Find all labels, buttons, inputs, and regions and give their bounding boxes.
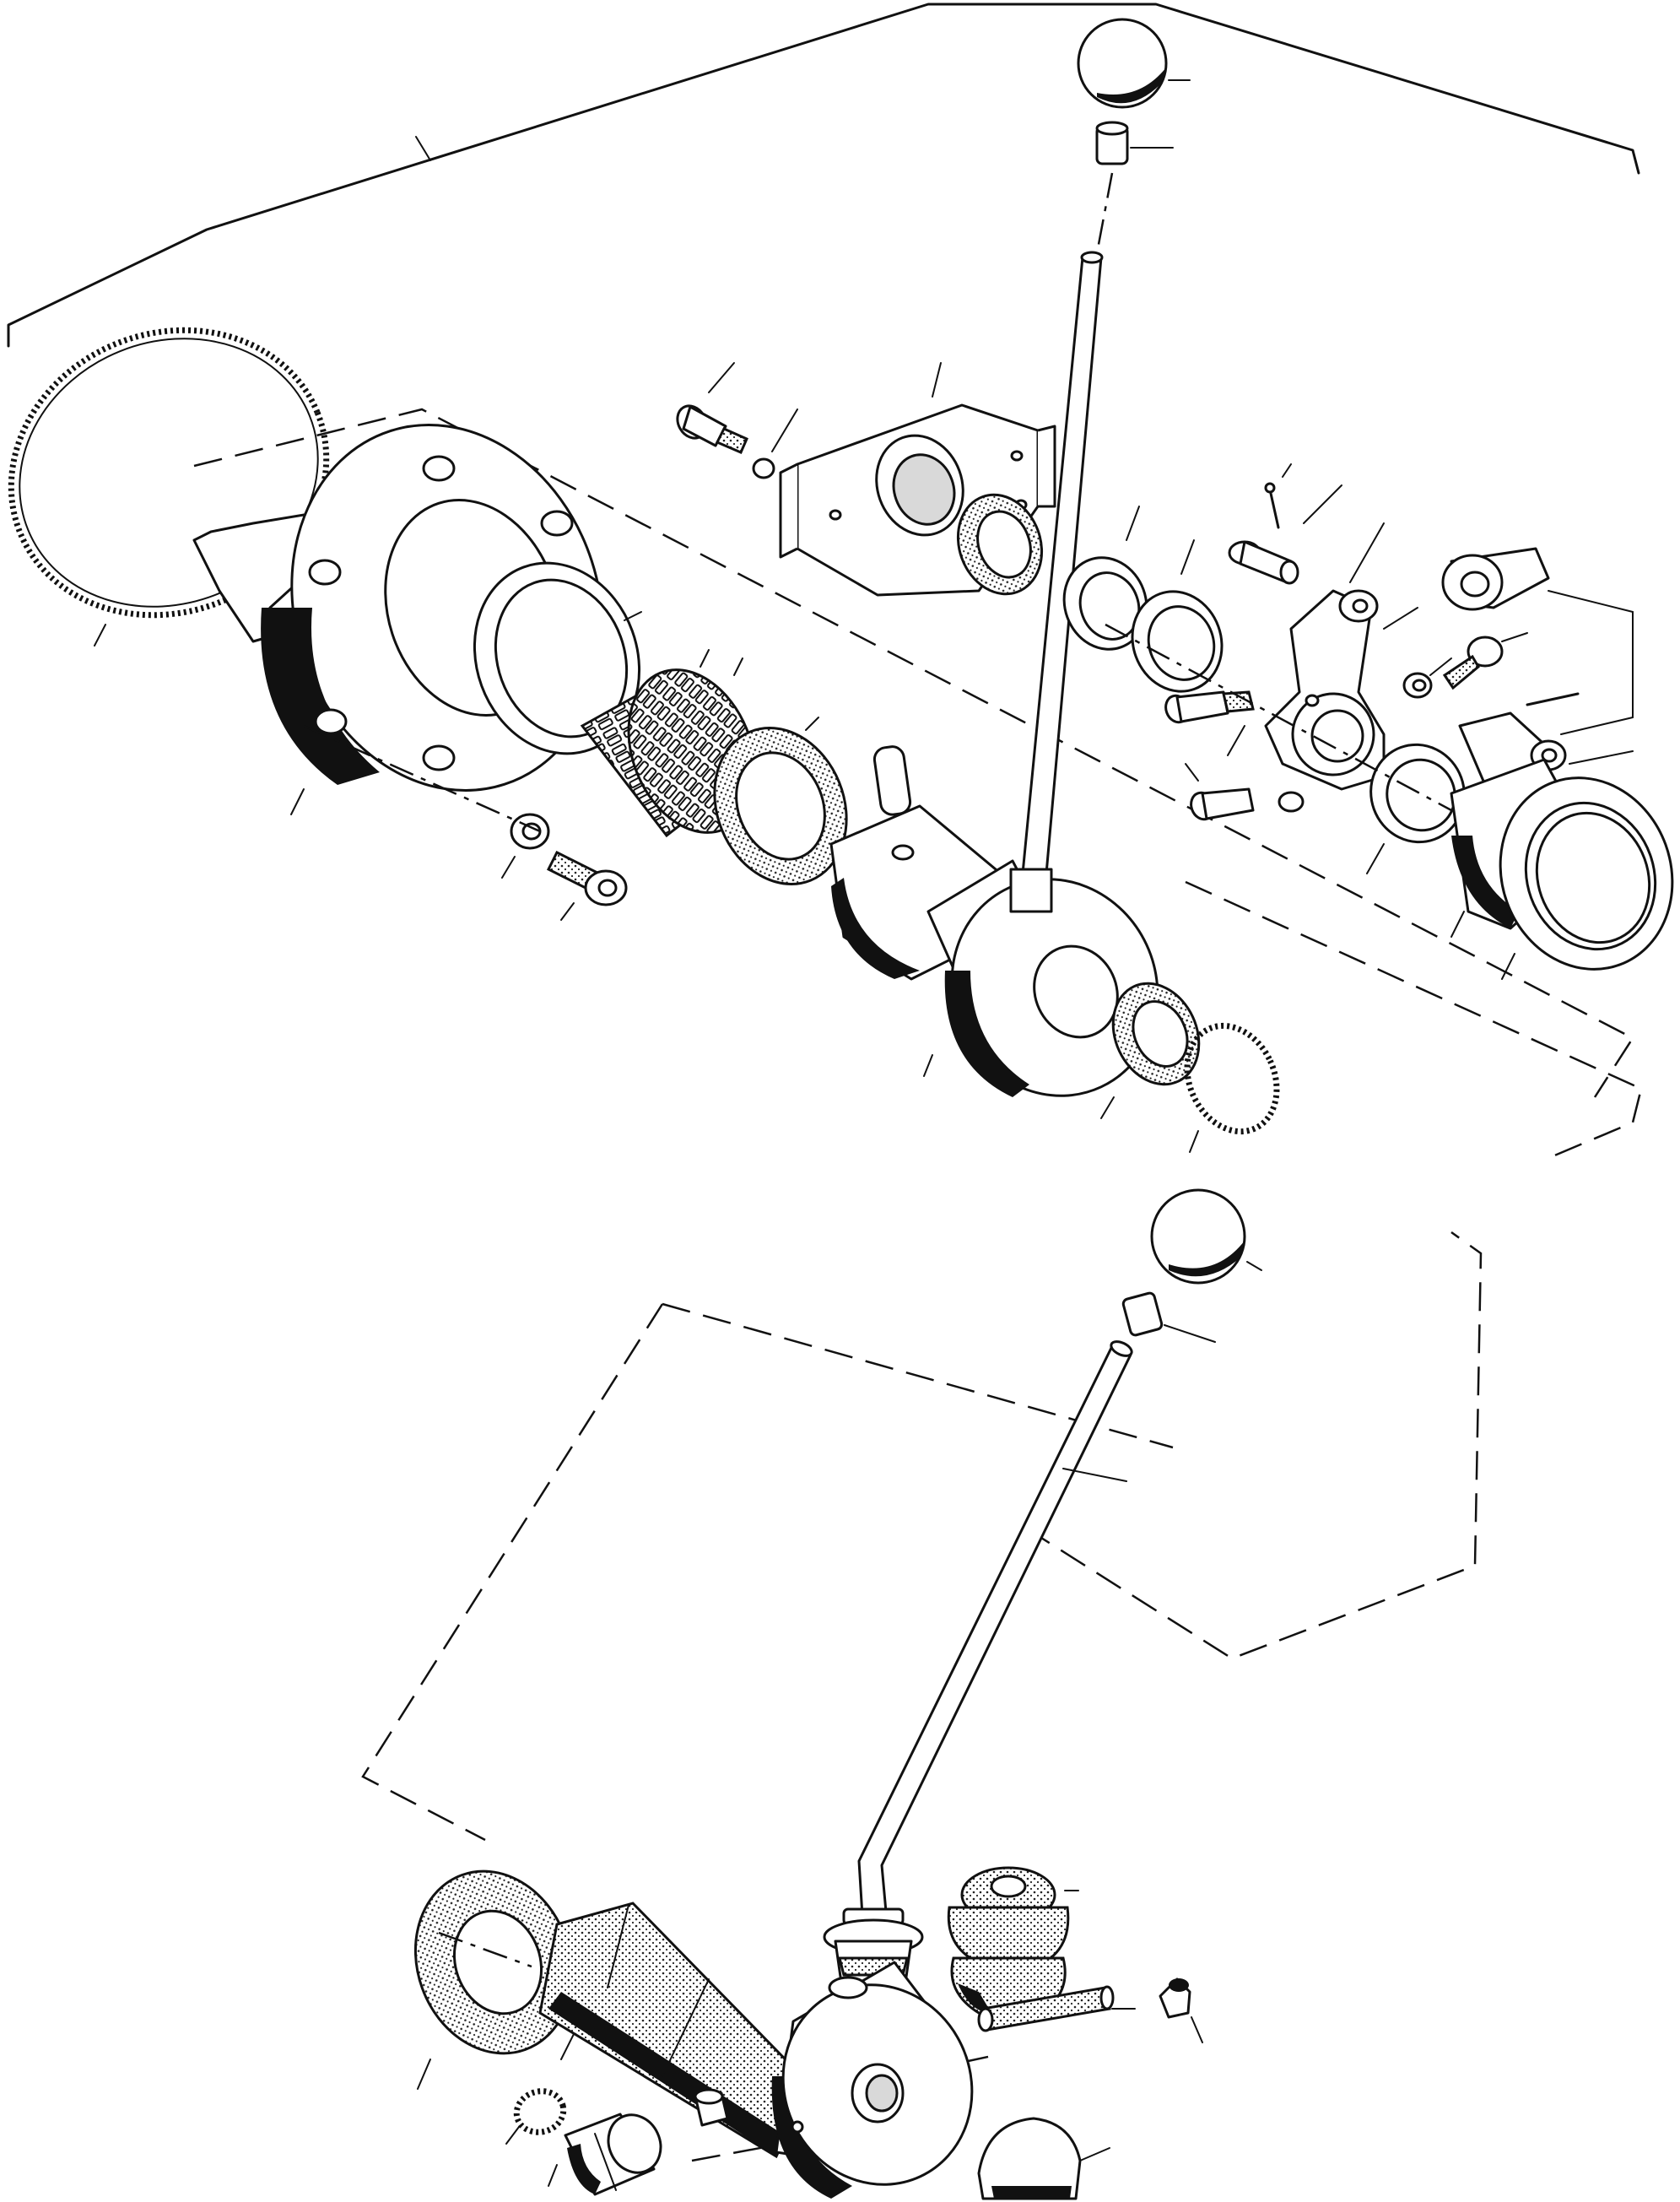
dashed-envelope [1185, 880, 1643, 1158]
sleeve [564, 2113, 662, 2196]
lever-shaft [538, 1902, 812, 2159]
leader-line [771, 408, 798, 452]
o-ring-gasket-inner [19, 338, 319, 608]
needle-bearing [713, 717, 848, 885]
dash-dot-axis [438, 1931, 532, 1968]
leader-line [560, 902, 575, 921]
washer [752, 457, 775, 479]
circlip [1184, 1022, 1280, 1135]
split-pin [1526, 692, 1580, 706]
selector-shaft [829, 804, 1159, 1097]
leader-line [1126, 506, 1140, 541]
gear-lever-rod [1009, 251, 1104, 913]
adjusting-screw [1442, 636, 1504, 690]
leader-line [1429, 657, 1452, 676]
knob-bushing [1095, 121, 1174, 165]
group-bracket-line [7, 3, 1640, 348]
small-needle-bearing-bore [1132, 1000, 1189, 1068]
leader-line [1100, 1096, 1115, 1119]
leader-line [1569, 750, 1634, 765]
dash-dot-axis [1095, 172, 1114, 254]
bearing-shell [473, 561, 642, 755]
lock-nut-bore [1412, 679, 1427, 692]
ball-socket-body [771, 1961, 974, 2199]
dashed-envelope [361, 1303, 664, 1842]
split-pin [1268, 488, 1280, 529]
bent-gear-lever [857, 1340, 1133, 1918]
leader-line [548, 2164, 558, 2187]
leader-line [1450, 911, 1465, 938]
thrust-washer-bore [1386, 758, 1456, 832]
leader-line [1366, 843, 1385, 874]
leader-line [94, 624, 106, 647]
gear-lever-knob-lower [1150, 1188, 1262, 1285]
upper-assembly [7, 3, 1674, 1158]
leader-line [1282, 463, 1292, 478]
cap-screw [546, 850, 628, 906]
cap-screw [1190, 787, 1305, 821]
dashed-envelope [1024, 1231, 1483, 1660]
ball-cap [977, 2117, 1110, 2200]
cap-screw [1164, 690, 1255, 724]
leader-line [1383, 607, 1418, 630]
leader-line [415, 136, 431, 161]
leader-line [1349, 522, 1385, 583]
cap-screw [676, 404, 748, 454]
rod-end [1441, 547, 1550, 611]
dash-dot-axis [303, 724, 541, 833]
plug [1159, 1977, 1203, 2043]
thrust-washer-bore [1078, 571, 1141, 641]
thrust-washer-bore [1147, 605, 1216, 681]
leader-line [501, 856, 516, 879]
cover-cap [1450, 758, 1674, 971]
spring-clip [513, 2088, 567, 2135]
plate-needle-bearing-bore [976, 510, 1032, 579]
leader-line [1548, 590, 1634, 613]
selector-fork-arm [1264, 589, 1386, 791]
leader-line [1501, 632, 1528, 642]
leader-line [708, 362, 735, 393]
leader-line [1501, 953, 1515, 980]
roll-pin [977, 1985, 1136, 2032]
end-plate-washer-bore [452, 1909, 543, 2015]
o-ring-gasket [8, 327, 330, 619]
leader-line [417, 2059, 431, 2090]
leader-line [1180, 539, 1195, 575]
leader-line [1189, 1130, 1199, 1153]
leader-line [1560, 717, 1634, 735]
clevis-pin [1228, 540, 1299, 585]
gear-lever-knob [1077, 18, 1191, 109]
knob-bushing-lower [1121, 1291, 1216, 1343]
feather-key [872, 745, 912, 816]
rubber-boot [947, 1866, 1079, 2015]
lower-assembly [361, 1188, 1483, 2200]
dash-dot-axis [1105, 623, 1452, 812]
split-pin-eye [1264, 482, 1276, 494]
leader-line [1303, 484, 1342, 524]
plug [694, 2088, 729, 2127]
leader-line [1227, 725, 1245, 756]
leader-line [505, 2126, 520, 2145]
leader-line [1185, 763, 1199, 782]
